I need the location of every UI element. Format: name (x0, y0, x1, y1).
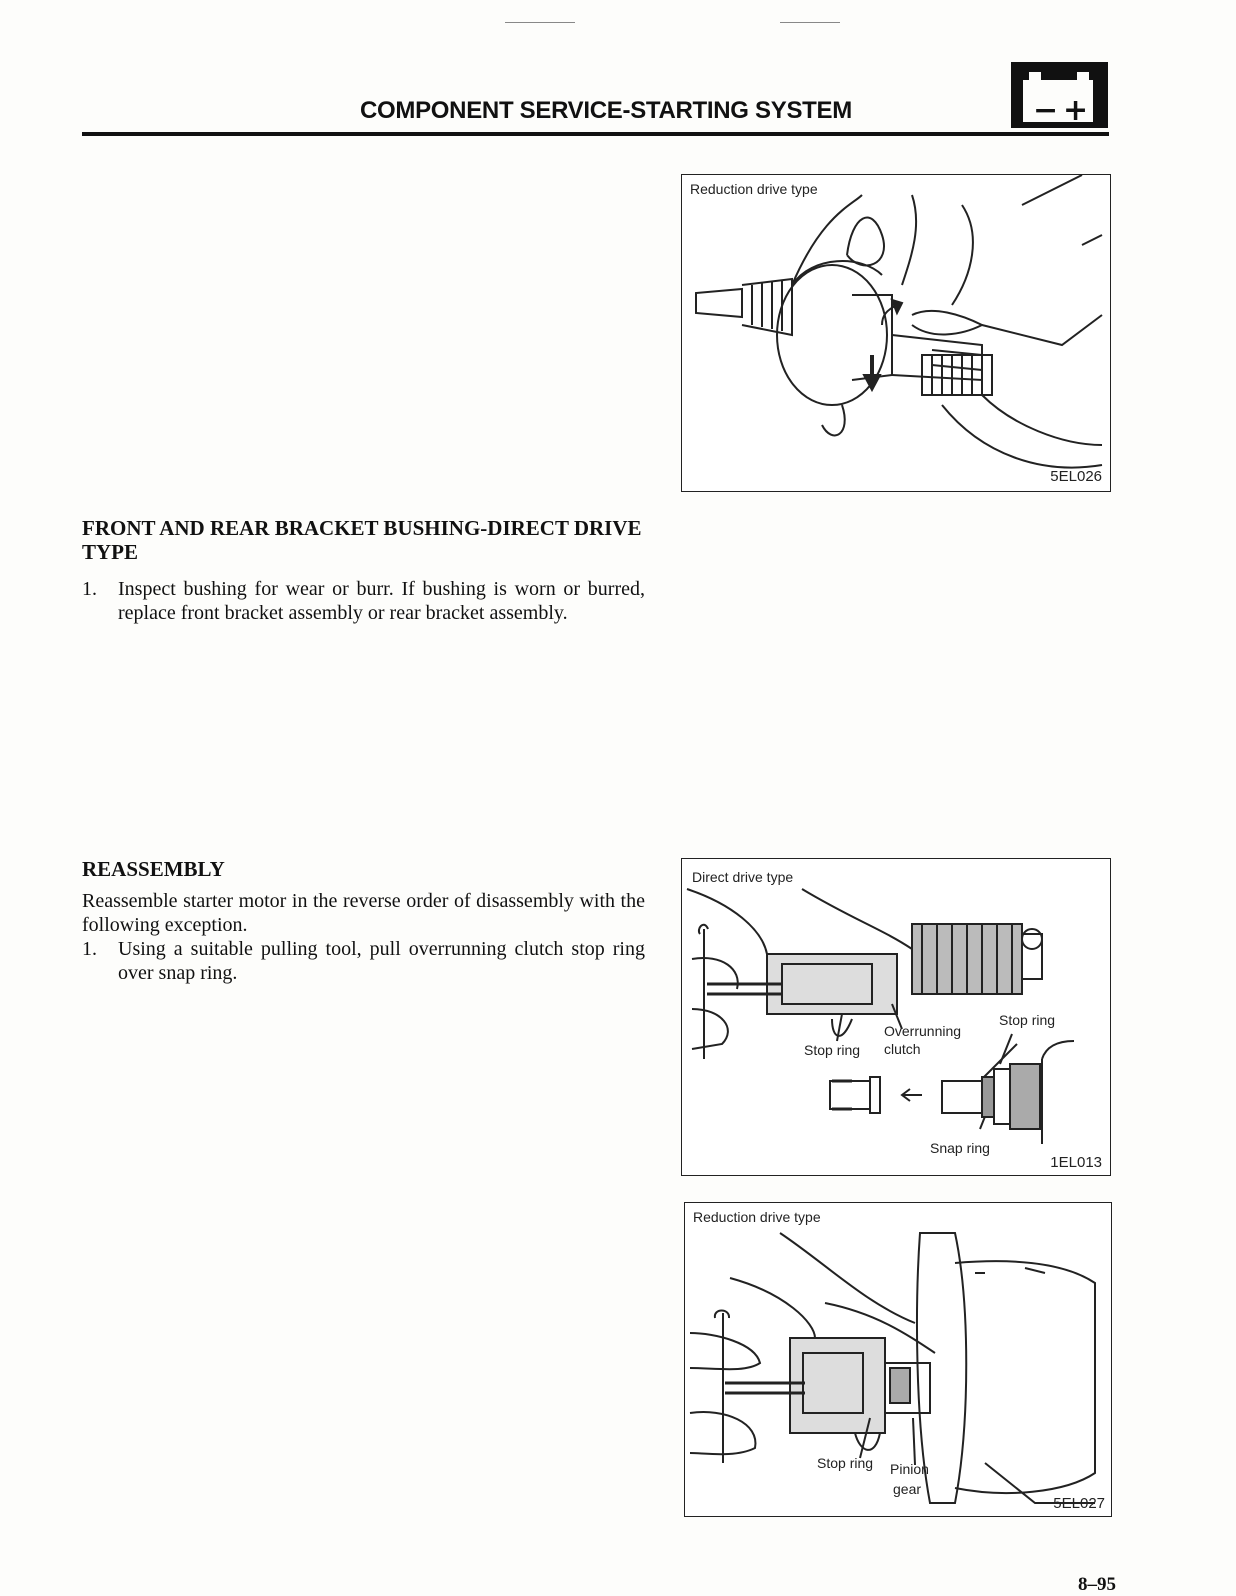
figure-caption: Direct drive type (692, 869, 794, 885)
scan-mark (780, 22, 840, 23)
label-stop-ring: Stop ring (817, 1455, 874, 1471)
label-stop-ring: Stop ring (999, 1012, 1056, 1028)
figure-code: 1EL013 (1050, 1154, 1102, 1171)
clutch-puller-illustration (686, 888, 1075, 1144)
figure-code: 5EL026 (1050, 468, 1102, 485)
page-title: COMPONENT SERVICE-STARTING SYSTEM (360, 97, 852, 124)
label-overrunning-clutch: Overrunning (884, 1023, 962, 1039)
label-pinion-gear: gear (893, 1481, 922, 1497)
section-reassembly: REASSEMBLY Reassemble starter motor in t… (82, 857, 645, 985)
header-rule (82, 132, 1109, 136)
label-snap-ring: Snap ring (930, 1140, 990, 1156)
battery-minus-symbol: − (1033, 93, 1059, 128)
section-heading: REASSEMBLY (82, 857, 225, 881)
figure-caption: Reduction drive type (693, 1209, 821, 1225)
section-intro: Reassemble starter motor in the reverse … (82, 890, 645, 936)
label-pinion-gear: Pinion (890, 1461, 929, 1477)
figure-reduction-drive-bushing: Reduction drive type 5EL026 (681, 174, 1111, 492)
list-item: 1. Using a suitable pulling tool, pull o… (82, 938, 645, 984)
label-stop-ring: Stop ring (804, 1042, 861, 1058)
figure-direct-drive-clutch: Direct drive type Overrunning clutch Sto… (681, 858, 1111, 1176)
label-overrunning-clutch: clutch (884, 1041, 921, 1057)
section-heading: FRONT AND REAR BRACKET BUSHING-DIRECT DR… (82, 516, 642, 564)
scan-mark (505, 22, 575, 23)
starter-armature-illustration (695, 175, 1103, 469)
list-item: 1. Inspect bushing for wear or burr. If … (82, 578, 645, 624)
section-bracket-bushing: FRONT AND REAR BRACKET BUSHING-DIRECT DR… (82, 516, 645, 625)
figure-reduction-drive-pinion: Reduction drive type Stop ring Pinion ge… (684, 1202, 1112, 1517)
battery-plus-symbol: + (1063, 93, 1089, 128)
page-number: 8–95 (1078, 1574, 1116, 1595)
figure-code: 5EL027 (1053, 1495, 1105, 1512)
pinion-puller-illustration (689, 1232, 1096, 1504)
battery-icon: − + (1011, 62, 1108, 128)
figure-caption: Reduction drive type (690, 181, 818, 197)
